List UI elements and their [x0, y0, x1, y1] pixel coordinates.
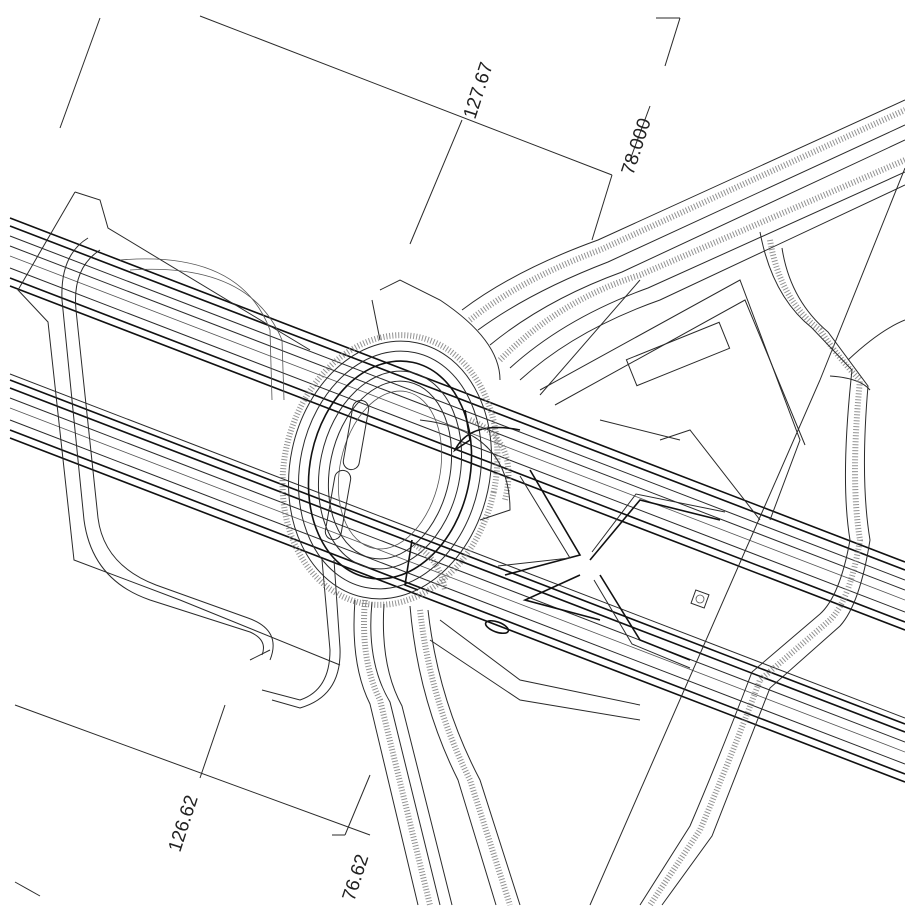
dimension-label-bottom-short: 76.62 — [339, 852, 374, 904]
dimension-label-top-short: 78.000 — [618, 116, 656, 178]
dimension-label-top-long: 127.67 — [460, 60, 498, 122]
roundabout — [279, 279, 521, 608]
east-embankment — [639, 231, 871, 907]
dimension-lines — [14, 15, 681, 897]
dimension-label-bottom-long: 126.62 — [165, 793, 203, 855]
south-ramp — [353, 599, 641, 906]
left-parcel — [17, 191, 341, 709]
ne-ramp — [461, 99, 905, 396]
median-x-pattern — [484, 469, 726, 669]
east-parcel — [539, 167, 905, 906]
dimension-labels: 127.67 78.000 126.62 76.62 — [165, 60, 656, 904]
highway-lower — [9, 373, 905, 783]
